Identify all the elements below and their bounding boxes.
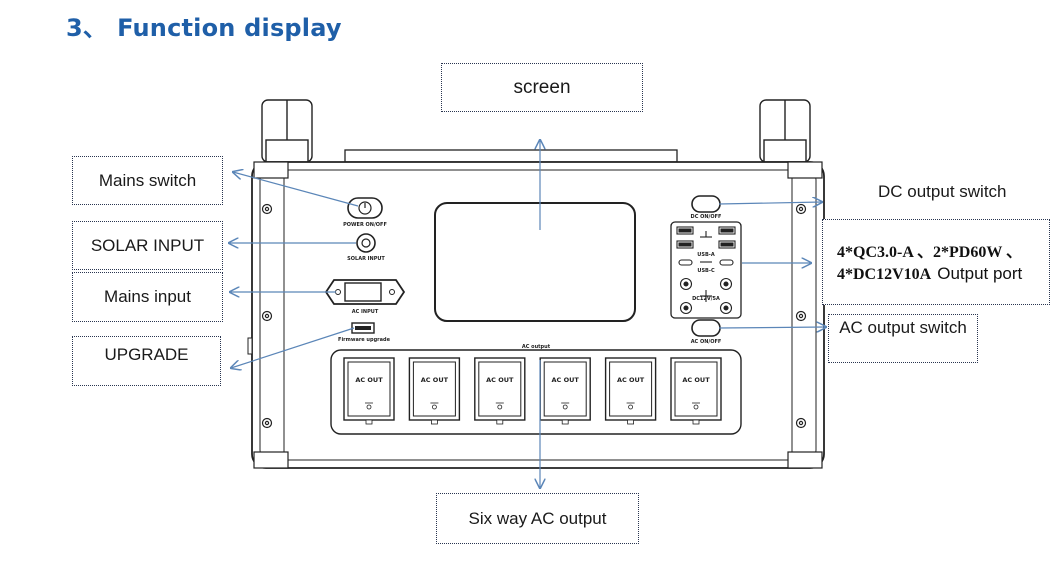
usb-c-label: USB-C xyxy=(697,268,715,274)
dc12v-ports xyxy=(679,277,733,315)
outlet-indicator-icon xyxy=(431,404,437,410)
solar-input-label: SOLAR INPUT xyxy=(90,235,205,255)
six-way-ac-output-label-box: Six way AC output xyxy=(436,493,639,544)
outlet-indicator-icon xyxy=(562,404,568,410)
power-switch xyxy=(347,197,383,219)
callout-arrows xyxy=(229,140,826,488)
ac-outlet-label: AC OUT xyxy=(617,376,645,384)
ac-outlet-1: AC OUT xyxy=(343,357,395,425)
dc12v-label: DC12V/5A xyxy=(692,296,720,302)
output-port-dc-spec: 4*DC12V10A xyxy=(837,266,932,283)
upgrade-label-box: UPGRADE xyxy=(72,336,221,386)
mains-switch-label-box: Mains switch xyxy=(72,156,223,205)
ac-outlet-label: AC OUT xyxy=(682,376,710,384)
arrow-ac-switch xyxy=(718,327,826,328)
ac-outlet-label: AC OUT xyxy=(486,376,514,384)
ac-outlet-label: AC OUT xyxy=(355,376,383,384)
dc-switch xyxy=(691,195,721,213)
left-handle xyxy=(261,99,313,163)
mains-input-label: Mains input xyxy=(104,287,191,306)
ac-output-switch-label-box: AC output switch xyxy=(828,314,978,363)
outlet-indicator-icon xyxy=(628,404,633,410)
ac-outlet-label: AC OUT xyxy=(552,376,580,384)
arrow-upgrade xyxy=(231,327,355,368)
arrow-dc-switch xyxy=(718,202,822,204)
ac-switch xyxy=(691,319,721,337)
section-title: Function display xyxy=(117,14,342,42)
screws xyxy=(261,203,807,429)
six-way-ac-output-label: Six way AC output xyxy=(468,508,607,528)
ac-input-device-label: AC INPUT xyxy=(352,309,379,315)
upgrade-port xyxy=(351,322,375,334)
ac-output-switch-label: AC output switch xyxy=(839,318,967,337)
ac-onoff-label: AC ON/OFF xyxy=(691,339,722,345)
outlet-indicator-icon xyxy=(693,404,699,410)
solar-input-label-box: SOLAR INPUT xyxy=(72,221,223,270)
output-port-line1: 4*QC3.0-A 、2*PD60W 、 xyxy=(837,244,1023,261)
output-port-text: Output port xyxy=(937,264,1023,283)
arrow-mains-switch xyxy=(233,172,359,207)
firmware-upgrade-label: Firmware upgrade xyxy=(338,337,391,343)
dc-onoff-label: DC ON/OFF xyxy=(691,214,722,220)
usb-a-label: USB-A xyxy=(697,252,715,258)
usb-c-ports xyxy=(678,259,734,266)
right-handle xyxy=(759,99,811,163)
ac-outlet-2: AC OUT xyxy=(408,357,461,425)
mains-switch-label: Mains switch xyxy=(98,170,197,190)
output-port-label-box: 4*QC3.0-A 、2*PD60W 、 4*DC12V10A Output po… xyxy=(822,219,1050,305)
lcd-screen xyxy=(434,202,636,322)
screen-label-box: screen xyxy=(441,63,643,112)
ac-outlet-3: AC OUT xyxy=(474,357,526,425)
ac-outlet-5: AC OUT xyxy=(604,357,657,425)
section-number: 3、 xyxy=(66,14,108,42)
usb-a-ports xyxy=(676,226,736,249)
ac-output-device-label: AC output xyxy=(522,344,551,350)
ac-input-port xyxy=(324,279,406,305)
upgrade-label: UPGRADE xyxy=(104,345,189,364)
ac-outlets: AC OUT AC OUT AC OUT AC OUT AC OUT AC OUT xyxy=(343,357,722,425)
power-onoff-label: POWER ON/OFF xyxy=(343,222,387,228)
outlet-indicator-icon xyxy=(366,404,372,410)
ac-outlet-6: AC OUT xyxy=(670,357,722,425)
dc-output-switch-label: DC output switch xyxy=(878,182,1007,201)
output-port-line2: 4*DC12V10A Output port xyxy=(837,264,1022,284)
solar-input-device-label: SOLAR INPUT xyxy=(347,256,385,262)
outlet-indicator-icon xyxy=(497,404,503,410)
mains-input-label-box: Mains input xyxy=(72,272,223,322)
screen-label: screen xyxy=(513,76,571,98)
ac-outlet-label: AC OUT xyxy=(421,376,449,384)
solar-input-port xyxy=(356,233,376,253)
ac-outlet-4: AC OUT xyxy=(539,357,591,425)
top-cover xyxy=(344,149,678,163)
page-title: 3、 Function display xyxy=(66,8,342,43)
